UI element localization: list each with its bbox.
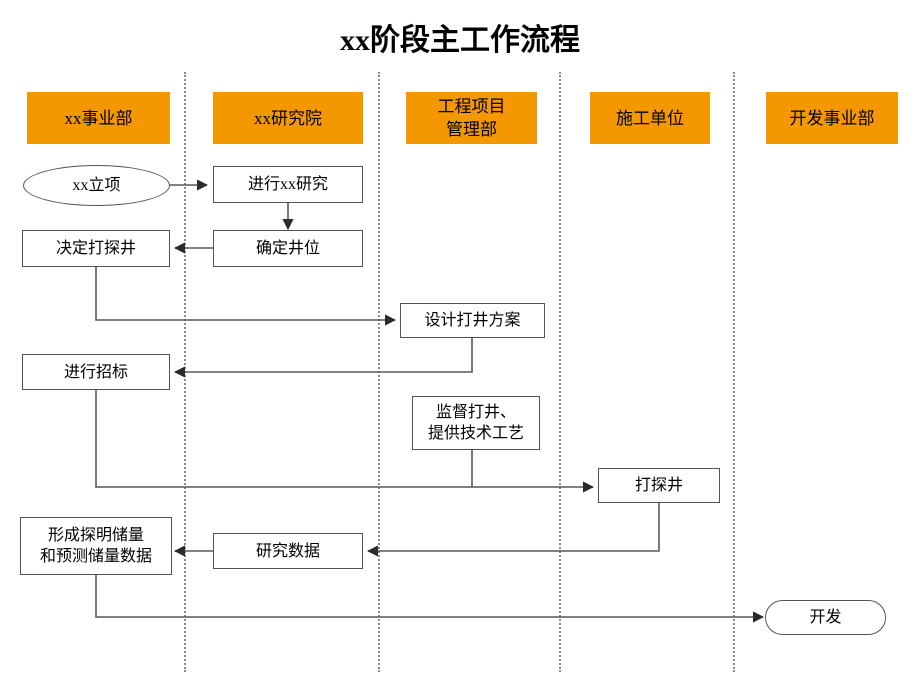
lane-header-label: xx事业部 bbox=[64, 108, 133, 128]
node-reserves-data[interactable]: 形成探明储量 和预测储量数据 bbox=[20, 517, 172, 575]
node-label: 决定打探井 bbox=[55, 240, 136, 257]
lane-header-development: 开发事业部 bbox=[766, 92, 898, 144]
lane-separator-4 bbox=[733, 72, 735, 672]
node-design-plan[interactable]: 设计打井方案 bbox=[400, 303, 545, 338]
node-label: 进行招标 bbox=[63, 363, 128, 381]
flow-design-to-tender bbox=[173, 338, 473, 378]
lane-header-label: 施工单位 bbox=[616, 108, 684, 128]
node-label: 进行xx研究 bbox=[247, 176, 328, 193]
node-supervise[interactable]: 监督打井、 提供技术工艺 bbox=[412, 396, 540, 450]
node-label: 研究数据 bbox=[255, 542, 320, 560]
lane-separator-3 bbox=[559, 72, 561, 672]
node-confirm-well-site[interactable]: 确定井位 bbox=[213, 230, 363, 267]
lane-header-label: 工程项目 管理部 bbox=[437, 97, 506, 139]
node-drill-well[interactable]: 打探井 bbox=[598, 468, 720, 503]
lane-header-business-unit: xx事业部 bbox=[27, 92, 170, 144]
lane-header-label: 开发事业部 bbox=[789, 108, 875, 128]
node-label: xx立项 bbox=[72, 177, 121, 194]
node-tender[interactable]: 进行招标 bbox=[22, 354, 170, 390]
lane-header-label: xx研究院 bbox=[254, 108, 322, 128]
node-decide-well[interactable]: 决定打探井 bbox=[22, 230, 170, 267]
lane-separator-2 bbox=[378, 72, 380, 672]
page-title: xx阶段主工作流程 bbox=[340, 24, 580, 57]
flow-drill-to-researchdata bbox=[366, 503, 660, 557]
lane-header-construction: 施工单位 bbox=[590, 92, 710, 144]
node-label: 打探井 bbox=[634, 477, 683, 494]
node-label: 设计打井方案 bbox=[424, 312, 521, 329]
node-project-setup[interactable]: xx立项 bbox=[23, 165, 170, 206]
node-research-data[interactable]: 研究数据 bbox=[213, 533, 363, 569]
lane-header-research: xx研究院 bbox=[213, 92, 363, 144]
node-label: 确定井位 bbox=[255, 240, 320, 257]
flow-reserves-to-development bbox=[95, 575, 765, 623]
node-conduct-research[interactable]: 进行xx研究 bbox=[213, 166, 363, 203]
node-label: 形成探明储量 和预测储量数据 bbox=[39, 527, 152, 565]
node-label: 监督打井、 提供技术工艺 bbox=[427, 404, 524, 442]
node-label: 开发 bbox=[809, 609, 842, 626]
lane-header-project-mgmt: 工程项目 管理部 bbox=[406, 92, 537, 144]
node-development[interactable]: 开发 bbox=[765, 600, 886, 635]
lane-separator-1 bbox=[184, 72, 186, 672]
flow-decide-to-design bbox=[95, 266, 397, 326]
